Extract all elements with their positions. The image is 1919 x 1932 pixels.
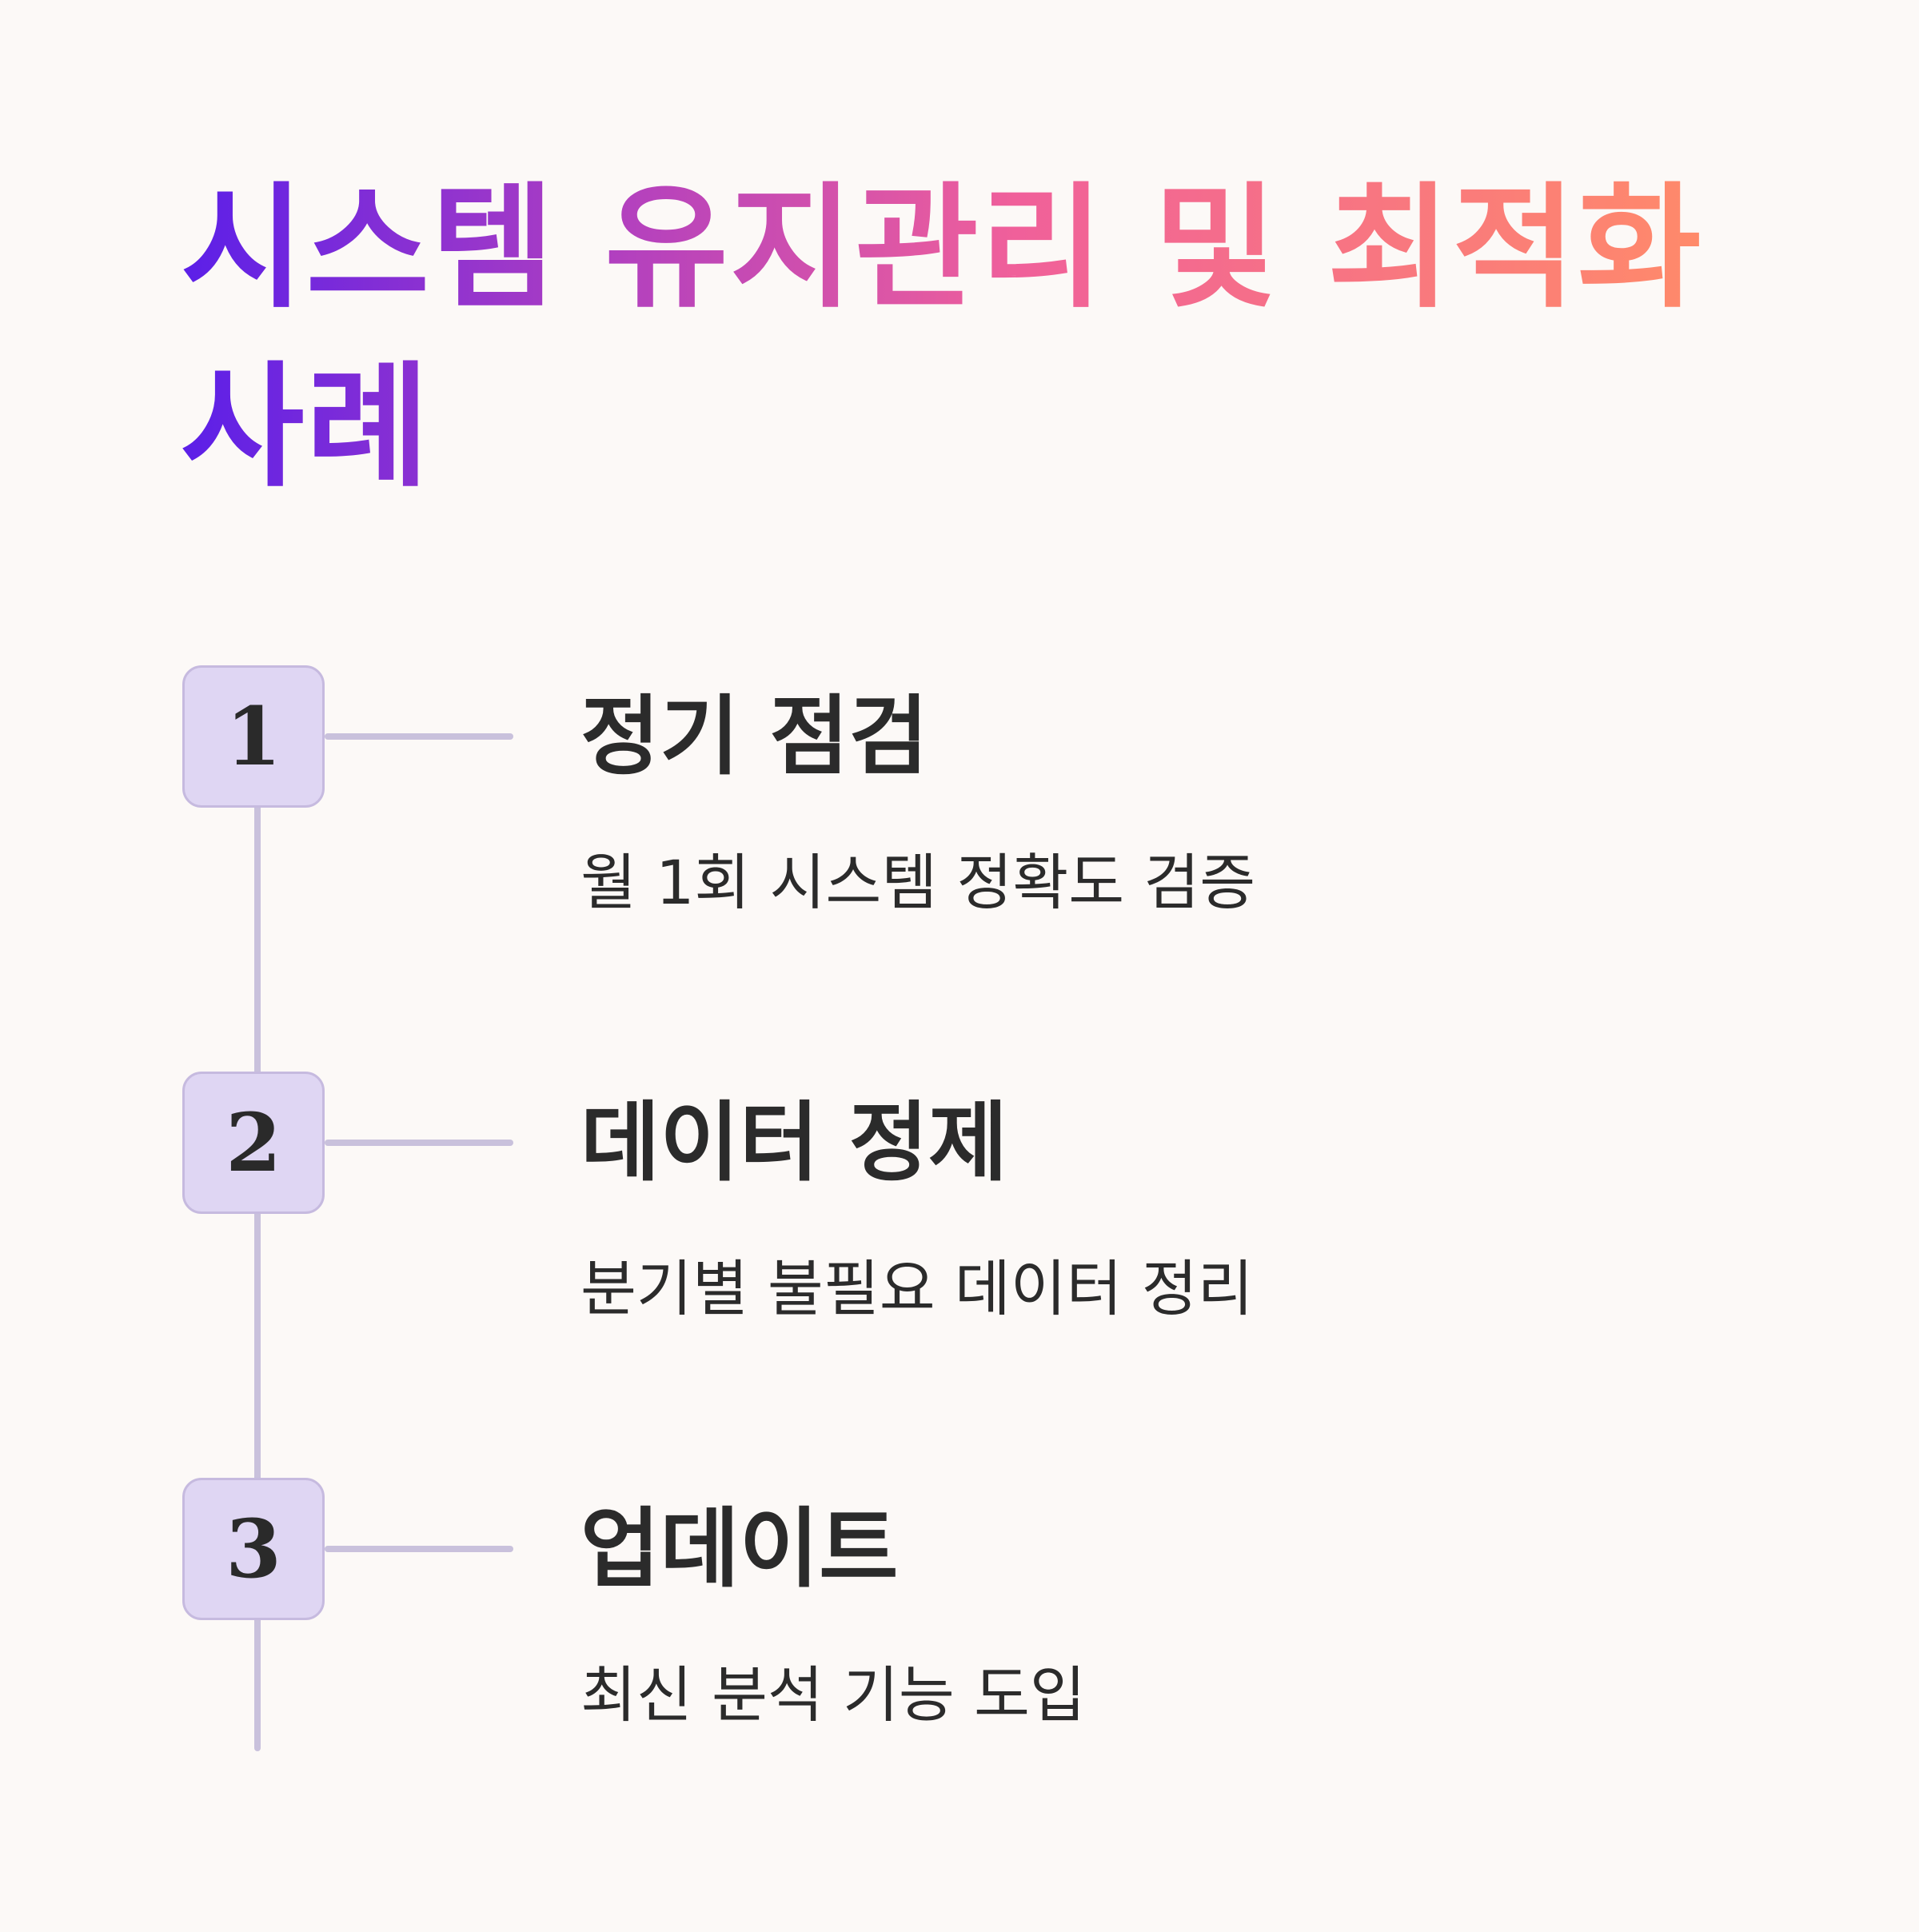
step-description: 분기별 불필요 데이터 정리 — [580, 1253, 1254, 1324]
step-number: 2 — [225, 1096, 281, 1190]
step-connector — [325, 1546, 513, 1552]
step-title: 데이터 정제 — [580, 1093, 1008, 1193]
step-number: 3 — [225, 1502, 281, 1596]
step-number-badge: 3 — [182, 1478, 325, 1620]
step-number-badge: 2 — [182, 1072, 325, 1214]
step-connector — [325, 733, 513, 740]
step-title: 업데이트 — [580, 1499, 899, 1599]
timeline-step-2: 2 데이터 정제 분기별 불필요 데이터 정리 — [0, 1072, 1919, 1391]
step-connector — [325, 1140, 513, 1146]
step-number: 1 — [225, 689, 281, 784]
timeline-step-3: 3 업데이트 최신 분석 기능 도입 — [0, 1478, 1919, 1798]
timeline-step-1: 1 정기 점검 월 1회 시스템 정확도 검증 — [0, 665, 1919, 985]
step-number-badge: 1 — [182, 665, 325, 808]
step-description: 월 1회 시스템 정확도 검증 — [580, 847, 1256, 918]
timeline-line — [254, 736, 261, 1751]
step-description: 최신 분석 기능 도입 — [580, 1659, 1086, 1730]
step-title: 정기 점검 — [580, 687, 929, 787]
page-title: 시스템 유지관리 및 최적화 사례 — [181, 158, 1780, 517]
